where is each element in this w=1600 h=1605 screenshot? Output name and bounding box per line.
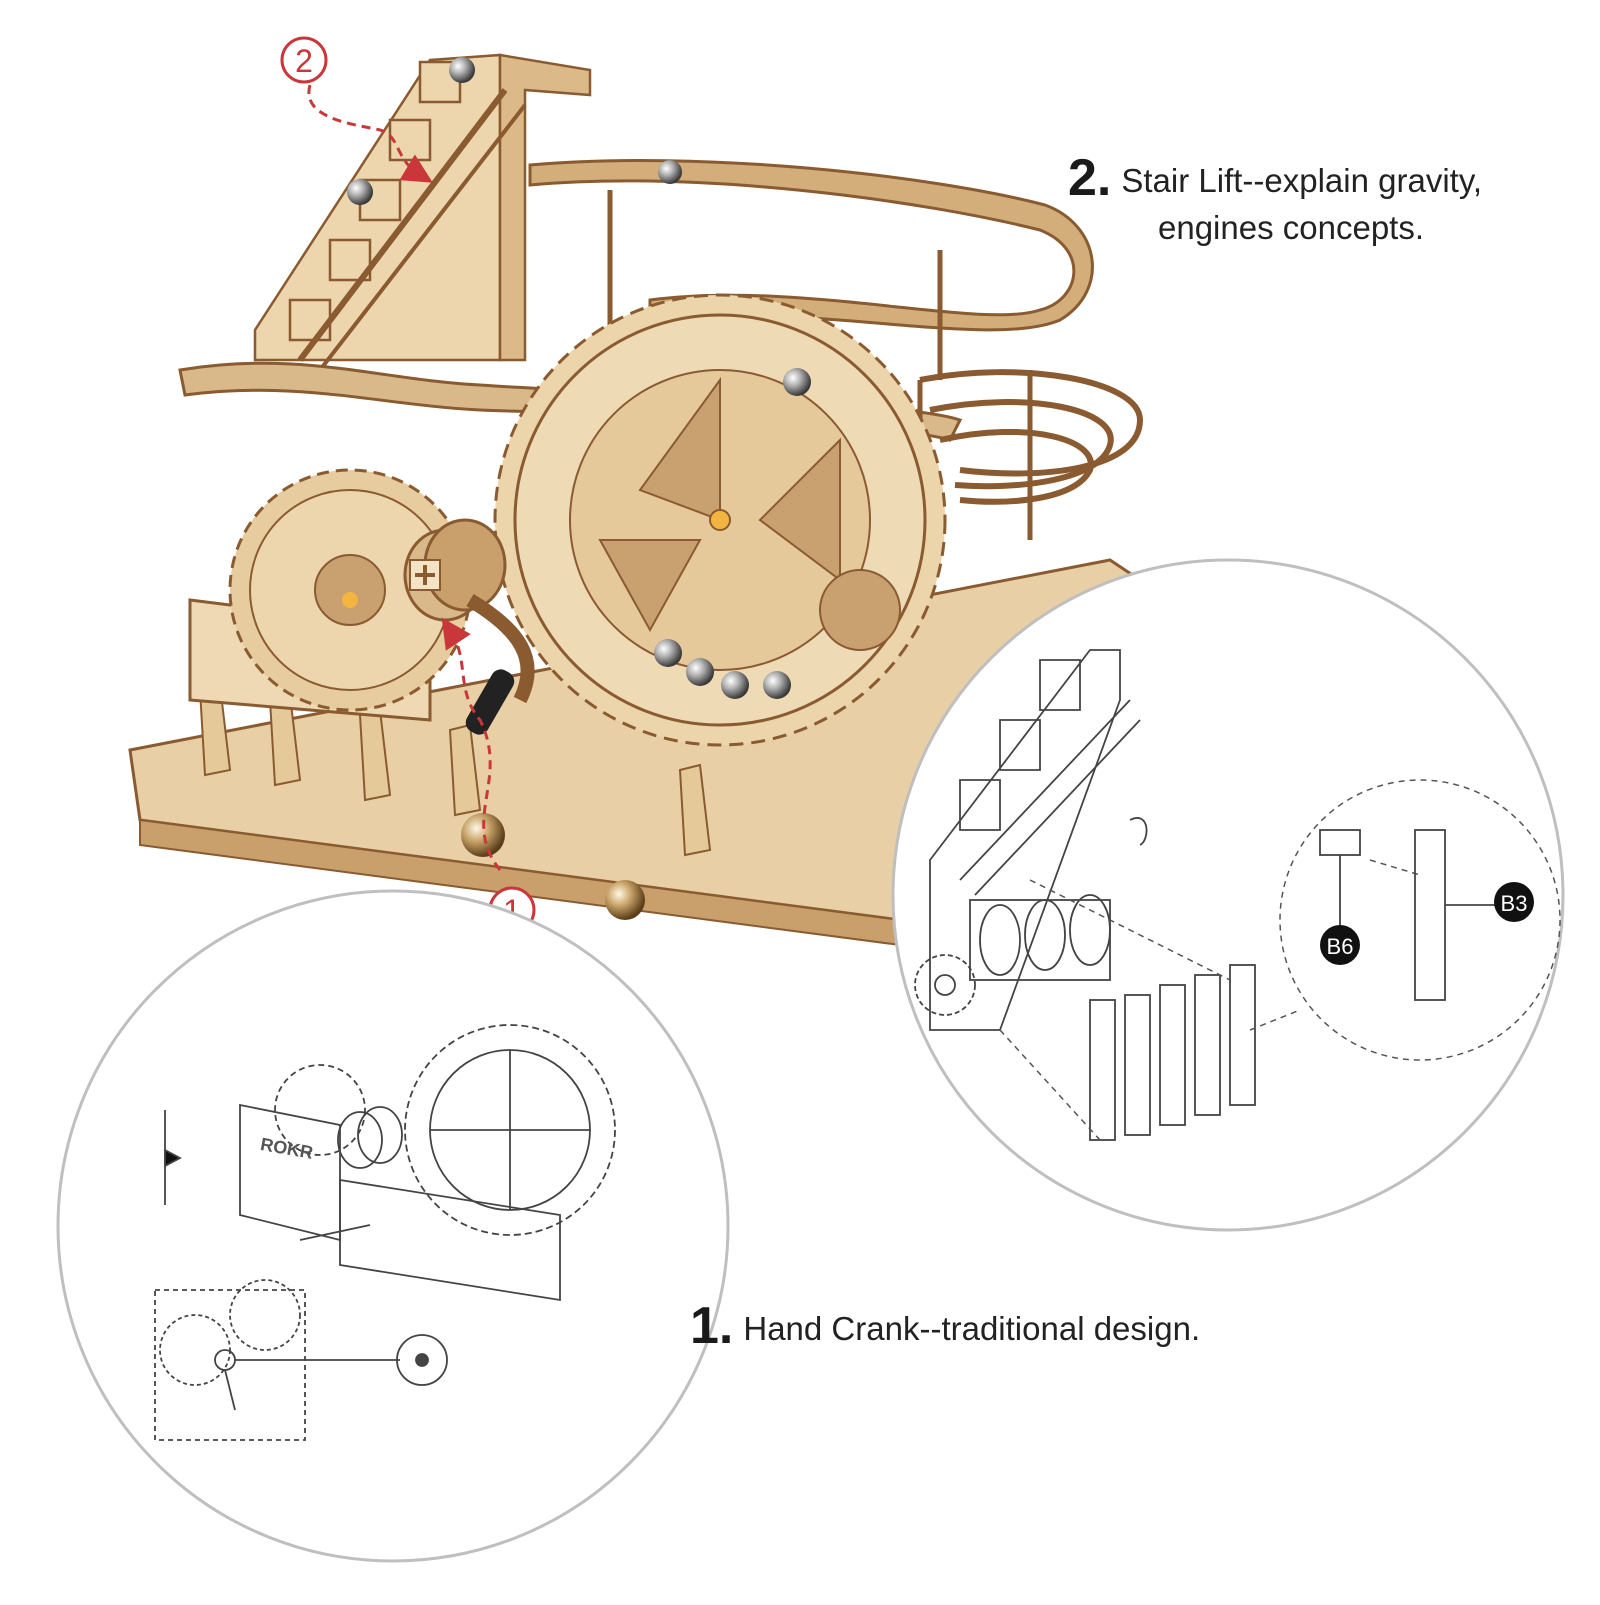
svg-text:B3: B3: [1501, 891, 1528, 916]
callout-b3: B3: [1494, 882, 1534, 922]
hand-crank-caption: 1.Hand Crank--traditional design.: [690, 1296, 1200, 1356]
step-marker-2: 2: [280, 36, 433, 183]
stair-lift-diagram: B6 B3: [891, 558, 1565, 1232]
svg-text:2: 2: [295, 43, 313, 79]
stair-lift-caption: 2.Stair Lift--explain gravity, engines c…: [1068, 152, 1483, 248]
crank-hub: [403, 518, 507, 622]
hand-crank-diagram: ROKR: [56, 889, 730, 1563]
large-gear: [493, 293, 947, 747]
svg-text:B6: B6: [1327, 934, 1354, 959]
caption-text: Hand Crank--traditional design.: [743, 1310, 1201, 1347]
marbles: [347, 57, 811, 920]
caption-number: 2.: [1068, 149, 1112, 207]
caption-line2: engines concepts.: [1158, 209, 1425, 246]
callout-b6: B6: [1320, 925, 1360, 965]
caption-number: 1.: [690, 1297, 734, 1355]
caption-line1: Stair Lift--explain gravity,: [1121, 162, 1483, 199]
wooden-model: [128, 53, 1144, 947]
